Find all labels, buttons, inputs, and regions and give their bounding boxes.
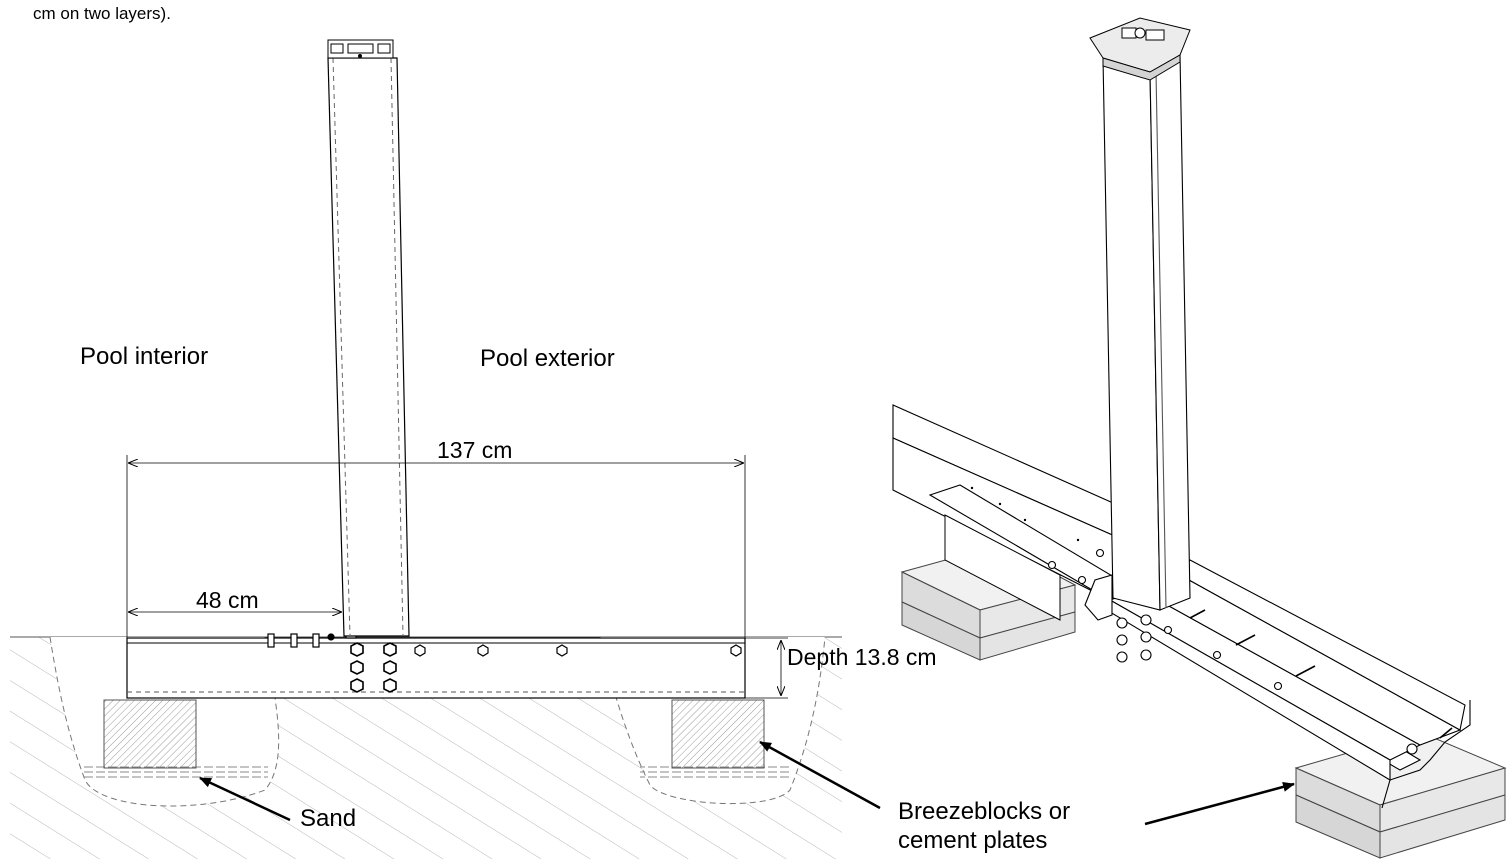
section-view [10, 39, 881, 859]
iso-post-bracket [1084, 574, 1113, 621]
dimension-48-label: 48 cm [196, 587, 259, 613]
beam-holes [414, 644, 742, 657]
post-hidden-edge-right [390, 57, 404, 637]
iso-rivet-dots [970, 486, 1080, 542]
iso-channel-end-profile [1381, 700, 1471, 809]
sand-leader-arrow [199, 776, 291, 822]
pool-interior-label: Pool interior [80, 343, 209, 370]
base-beam [126, 637, 746, 699]
right-breezeblock [671, 699, 765, 769]
breezeblock-leader-arrow-right [1144, 782, 1295, 826]
pool-exterior-label: Pool exterior [480, 345, 615, 372]
iso-rods [1189, 609, 1453, 739]
left-breezeblock [103, 699, 197, 769]
depth-label: Depth 13.8 cm [787, 644, 937, 670]
sand-label: Sand [300, 805, 357, 832]
left-sand-layer [83, 766, 268, 780]
isometric-view [892, 17, 1507, 859]
iso-post [1102, 54, 1191, 611]
iso-bolts [1047, 548, 1418, 755]
dimension-137-label: 137 cm [437, 437, 513, 463]
breezeblocks-label-line2: cement plates [898, 827, 1048, 854]
right-sand-layer [640, 766, 790, 780]
bolt-nuts [350, 642, 397, 693]
post-head [327, 39, 394, 59]
iso-beam-support [944, 514, 1061, 621]
post-hidden-edge-left [332, 57, 351, 637]
iso-post-head [1089, 17, 1191, 81]
breezeblocks-label-line1: Breezeblocks or [898, 798, 1071, 825]
breezeblock-leader-arrow-left [759, 740, 881, 810]
header-fragment-text: cm on two layers). [33, 4, 171, 23]
